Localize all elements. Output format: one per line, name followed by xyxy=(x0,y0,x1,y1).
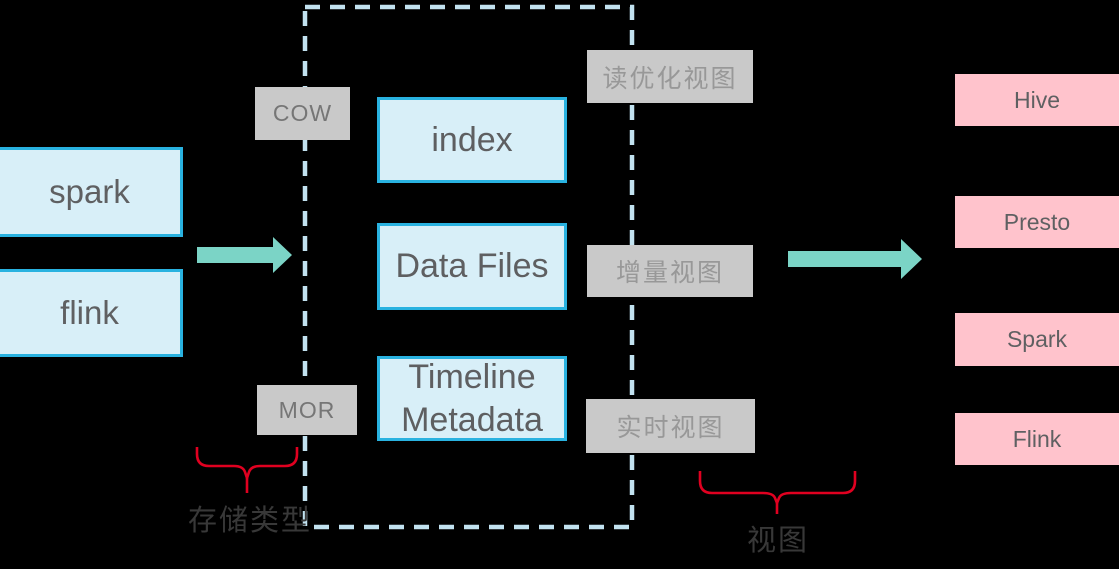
component-index-label: index xyxy=(431,120,513,159)
ingest-arrow-icon xyxy=(197,237,292,273)
source-box-flink-label: flink xyxy=(60,294,119,332)
source-box-spark-label: spark xyxy=(49,173,130,211)
realtime-view-text: 实时视图 xyxy=(616,414,725,442)
consumer-box-flink: Flink xyxy=(955,413,1119,465)
views-caption: 视图 xyxy=(728,520,828,557)
consumer-box-spark: Spark xyxy=(955,313,1119,366)
component-timeline-metadata-label: Timeline Metadata xyxy=(401,358,543,439)
cow-text: COW xyxy=(272,100,333,126)
query-arrow-icon xyxy=(788,239,922,279)
view-label-read-optimized: 读优化视图 xyxy=(587,50,753,103)
component-box-data-files: Data Files xyxy=(377,223,567,310)
view-label-incremental: 增量视图 xyxy=(587,245,753,297)
storage-type-mor-label: MOR xyxy=(257,385,357,435)
read-optimized-view-text: 读优化视图 xyxy=(602,64,738,93)
consumer-box-presto: Presto xyxy=(955,196,1119,248)
source-box-flink: flink xyxy=(0,269,183,357)
component-data-files-label: Data Files xyxy=(395,247,549,286)
component-box-index: index xyxy=(377,97,567,183)
source-box-spark: spark xyxy=(0,147,183,237)
consumer-flink-label: Flink xyxy=(1012,425,1062,452)
views-brace xyxy=(698,471,857,514)
storage-type-caption-text: 存储类型 xyxy=(187,505,312,537)
consumer-box-hive: Hive xyxy=(955,74,1119,126)
storage-type-cow-label: COW xyxy=(255,87,350,140)
mor-text: MOR xyxy=(278,396,336,423)
consumer-spark-label: Spark xyxy=(1006,326,1068,352)
view-label-realtime: 实时视图 xyxy=(586,399,755,453)
consumer-presto-label: Presto xyxy=(1003,208,1071,235)
component-box-timeline-metadata: Timeline Metadata xyxy=(377,356,567,441)
incremental-view-text: 增量视图 xyxy=(615,259,724,287)
storage-type-brace xyxy=(195,447,299,493)
storage-type-caption: 存储类型 xyxy=(185,500,315,537)
views-caption-text: 视图 xyxy=(746,525,809,557)
consumer-hive-label: Hive xyxy=(1013,86,1060,113)
